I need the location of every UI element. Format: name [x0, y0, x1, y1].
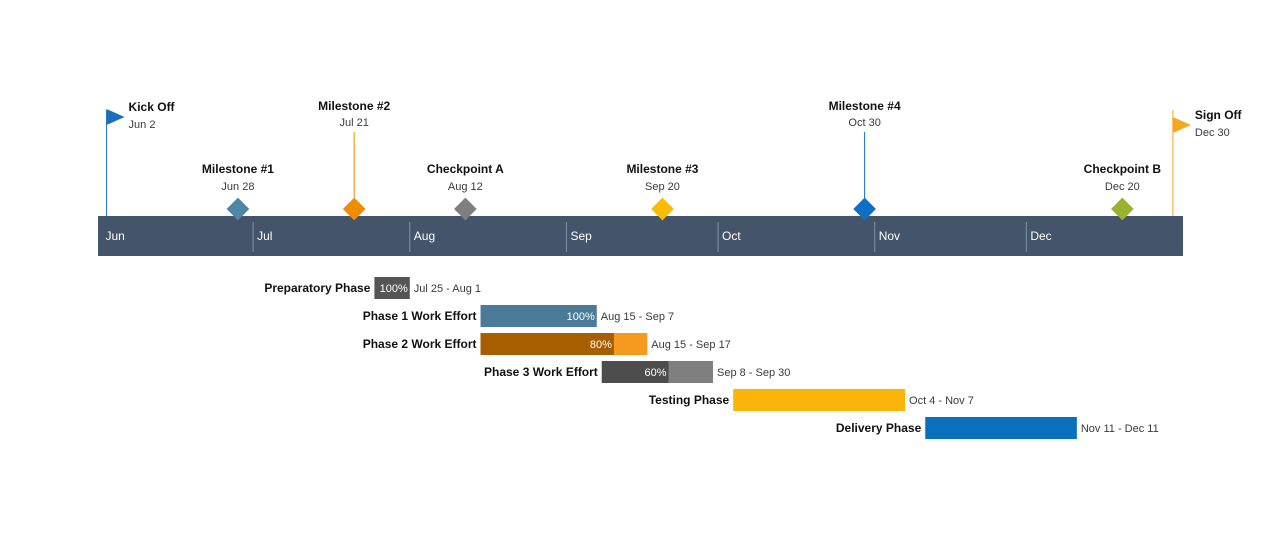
- task-name: Phase 3 Work Effort: [484, 365, 598, 379]
- month-label-sep: Sep: [570, 229, 592, 243]
- task-date-range: Nov 11 - Dec 11: [1081, 423, 1159, 435]
- task-delivery-phase: Delivery Phase Nov 11 - Dec 11: [836, 417, 1159, 439]
- month-label-jul: Jul: [257, 229, 272, 243]
- task-phase-1-work-effort: Phase 1 Work Effort 100% Aug 15 - Sep 7: [363, 305, 674, 327]
- task-percent: 100%: [567, 311, 595, 323]
- task-name: Phase 2 Work Effort: [363, 337, 477, 351]
- milestone-title: Checkpoint B: [1084, 162, 1162, 176]
- task-date-range: Sep 8 - Sep 30: [717, 367, 790, 379]
- milestone-title: Milestone #3: [626, 162, 698, 176]
- month-label-dec: Dec: [1030, 229, 1051, 243]
- month-label-oct: Oct: [722, 229, 741, 243]
- task-percent: 60%: [644, 367, 666, 379]
- milestone-date: Jul 21: [340, 117, 369, 129]
- task-preparatory-phase: Preparatory Phase 100% Jul 25 - Aug 1: [264, 277, 481, 299]
- month-label-nov: Nov: [879, 229, 900, 243]
- task-bar: [925, 417, 1077, 439]
- milestone-milestone-4: Milestone #4 Oct 30: [829, 99, 901, 221]
- milestone-title: Checkpoint A: [427, 162, 504, 176]
- milestone-date: Aug 12: [448, 181, 483, 193]
- task-testing-phase: Testing Phase Oct 4 - Nov 7: [649, 389, 974, 411]
- task-name: Testing Phase: [649, 393, 730, 407]
- milestone-date: Sep 20: [645, 181, 680, 193]
- milestone-title: Sign Off: [1195, 108, 1243, 122]
- month-label-jun: Jun: [106, 229, 125, 243]
- task-name: Preparatory Phase: [264, 281, 370, 295]
- milestone-title: Milestone #4: [829, 99, 901, 113]
- task-date-range: Jul 25 - Aug 1: [414, 283, 481, 295]
- milestone-title: Milestone #2: [318, 99, 390, 113]
- milestone-date: Jun 2: [129, 119, 156, 131]
- milestone-milestone-3: Milestone #3 Sep 20: [626, 162, 699, 221]
- month-label-aug: Aug: [414, 229, 435, 243]
- task-date-range: Aug 15 - Sep 7: [601, 311, 674, 323]
- milestone-date: Dec 20: [1105, 181, 1140, 193]
- task-phase-3-work-effort: Phase 3 Work Effort 60% Sep 8 - Sep 30: [484, 361, 790, 383]
- milestone-checkpoint-a: Checkpoint A Aug 12: [427, 162, 504, 221]
- milestone-date: Dec 30: [1195, 127, 1230, 139]
- milestone-title: Kick Off: [129, 100, 176, 114]
- milestone-date: Jun 28: [221, 181, 254, 193]
- tasks: Preparatory Phase 100% Jul 25 - Aug 1 Phase…: [264, 277, 1159, 439]
- milestone-milestone-1: Milestone #1 Jun 28: [202, 162, 274, 221]
- task-percent: 80%: [590, 339, 612, 351]
- task-progress-fill: [480, 333, 614, 355]
- timeline-band: [98, 216, 1183, 256]
- task-bar: [733, 389, 906, 411]
- task-bar: [374, 277, 410, 299]
- flag-icon: [1172, 117, 1191, 133]
- milestone-checkpoint-b: Checkpoint B Dec 20: [1084, 162, 1162, 221]
- task-percent: 100%: [380, 283, 408, 295]
- task-name: Delivery Phase: [836, 421, 922, 435]
- flag-icon: [106, 109, 125, 125]
- milestone-title: Milestone #1: [202, 162, 274, 176]
- task-progress-fill: [601, 361, 669, 383]
- month-scale: Jun Jul Aug Sep Oct Nov Dec: [106, 222, 1052, 252]
- milestone-date: Oct 30: [848, 117, 880, 129]
- milestone-milestone-2: Milestone #2 Jul 21: [318, 99, 391, 221]
- task-date-range: Aug 15 - Sep 17: [651, 339, 731, 351]
- task-name: Phase 1 Work Effort: [363, 309, 477, 323]
- task-date-range: Oct 4 - Nov 7: [909, 395, 974, 407]
- task-bar: [480, 305, 597, 327]
- task-phase-2-work-effort: Phase 2 Work Effort 80% Aug 15 - Sep 17: [363, 333, 731, 355]
